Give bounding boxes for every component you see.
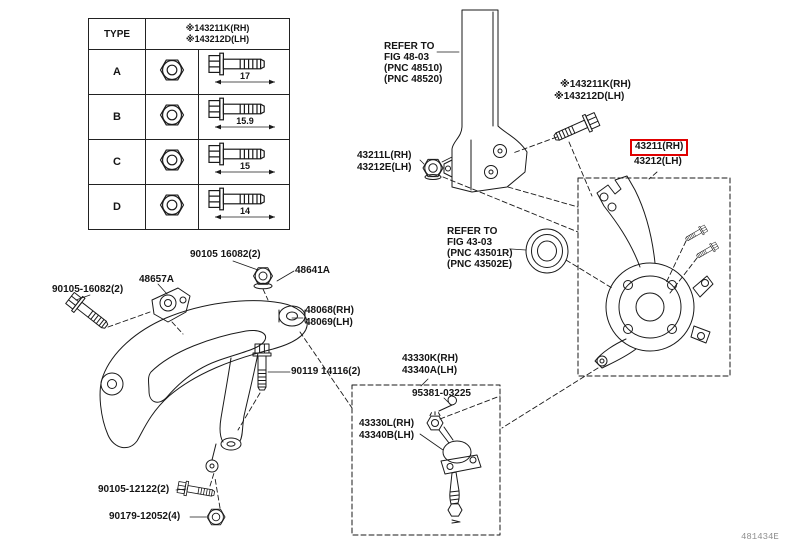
- label-strut-nut: 43211L(RH) 43212E(LH): [357, 150, 412, 173]
- type-letter: D: [88, 184, 146, 230]
- bolt-cell: 15: [198, 139, 290, 185]
- type-letter: C: [88, 139, 146, 185]
- bolt-length-dim: 14: [240, 206, 250, 216]
- table-row: D 14: [88, 184, 290, 230]
- leader-lines-dashed: [107, 136, 698, 509]
- label-balljoint-assy: 43330K(RH) 43340A(LH): [402, 353, 459, 376]
- bolt-icon: 17: [208, 52, 275, 84]
- flange-nut-icon: [159, 58, 185, 81]
- wheel-bearing: [525, 228, 569, 274]
- type-part-numbers: ※143211K(RH) ※143212D(LH): [145, 18, 290, 50]
- lower-control-arm: [99, 300, 308, 473]
- label-control-arm: 48068(RH) 48069(LH): [305, 305, 354, 328]
- knuckle-assembly-box: [577, 177, 731, 377]
- type-table: TYPE ※143211K(RH) ※143212D(LH) A 17: [88, 18, 290, 230]
- stab-link-nut: [206, 508, 226, 526]
- table-row: A 17: [88, 49, 290, 95]
- label-stab-nut: 90179-12052(4): [109, 511, 181, 522]
- balljoint-assembly-box: [351, 384, 501, 536]
- part-number-rh: ※143211K(RH): [185, 23, 250, 33]
- bolt-cell: 17: [198, 49, 290, 95]
- label-arm-nut: 90105 16082(2): [190, 249, 261, 260]
- label-arm-front-bolt: 90105-16082(2): [52, 284, 124, 295]
- label-48641A: 48641A: [295, 265, 331, 276]
- bracket-48657A: [151, 287, 191, 323]
- arm-front-bolt: [63, 290, 113, 334]
- strut-tube: [443, 9, 528, 193]
- cotter-pin-icon: [438, 395, 457, 412]
- nut-cell: [145, 94, 199, 140]
- hub-screw-icon: [683, 223, 720, 261]
- label-knuckle-highlighted: 43211(RH) 43212(LH): [630, 139, 689, 168]
- label-cotter-pin: 95381-03225: [412, 388, 471, 399]
- strut-mount-bolt: [550, 110, 602, 147]
- arm-rear-bolt: [252, 343, 272, 391]
- bolt-length-dim: 17: [240, 71, 250, 81]
- lower-ball-joint: [438, 426, 482, 524]
- highlighted-part-number[interactable]: 43211(RH): [630, 139, 689, 156]
- type-table-header-row: TYPE ※143211K(RH) ※143212D(LH): [88, 18, 290, 50]
- bolt-icon: 15.9: [208, 97, 275, 129]
- plate-code: 481434E: [741, 532, 779, 542]
- arm-flange-nut: [253, 267, 273, 290]
- bolt-icon: 14: [208, 187, 275, 219]
- bolt-cell: 14: [198, 184, 290, 230]
- flange-nut-icon: [159, 193, 185, 216]
- label-48657A: 48657A: [139, 274, 175, 285]
- flange-nut-icon: [159, 148, 185, 171]
- label-stab-bolt: 90105-12122(2): [98, 484, 170, 495]
- type-letter: A: [88, 49, 146, 95]
- refer-fig-48-03: REFER TO FIG 48-03 (PNC 48510) (PNC 4852…: [384, 41, 443, 85]
- label-balljoint: 43330L(RH) 43340B(LH): [359, 418, 415, 441]
- type-header: TYPE: [88, 18, 146, 50]
- bolt-length-dim: 15.9: [236, 116, 254, 126]
- type-letter: B: [88, 94, 146, 140]
- leader-lines-solid: [75, 51, 527, 518]
- castle-nut-upper: [426, 411, 444, 431]
- stab-link-bolt: [176, 479, 216, 501]
- bolt-length-dim: 15: [240, 161, 250, 171]
- part-number-lh: ※143212D(LH): [185, 34, 250, 44]
- bolt-cell: 15.9: [198, 94, 290, 140]
- bolt-icon: 15: [208, 142, 275, 174]
- label-arm-rear-bolt: 90119 14116(2): [291, 366, 361, 377]
- nut-cell: [145, 139, 199, 185]
- flange-nut-icon: [159, 103, 185, 126]
- table-row: B 15.9: [88, 94, 290, 140]
- strut-mount-nut: [422, 158, 444, 180]
- label-strut-bolt: ※143211K(RH) ※143212D(LH): [554, 79, 631, 102]
- nut-cell: [145, 184, 199, 230]
- nut-cell: [145, 49, 199, 95]
- steering-knuckle: [594, 175, 720, 369]
- refer-fig-43-03: REFER TO FIG 43-03 (PNC 43501R) (PNC 435…: [447, 226, 513, 270]
- table-row: C 15: [88, 139, 290, 185]
